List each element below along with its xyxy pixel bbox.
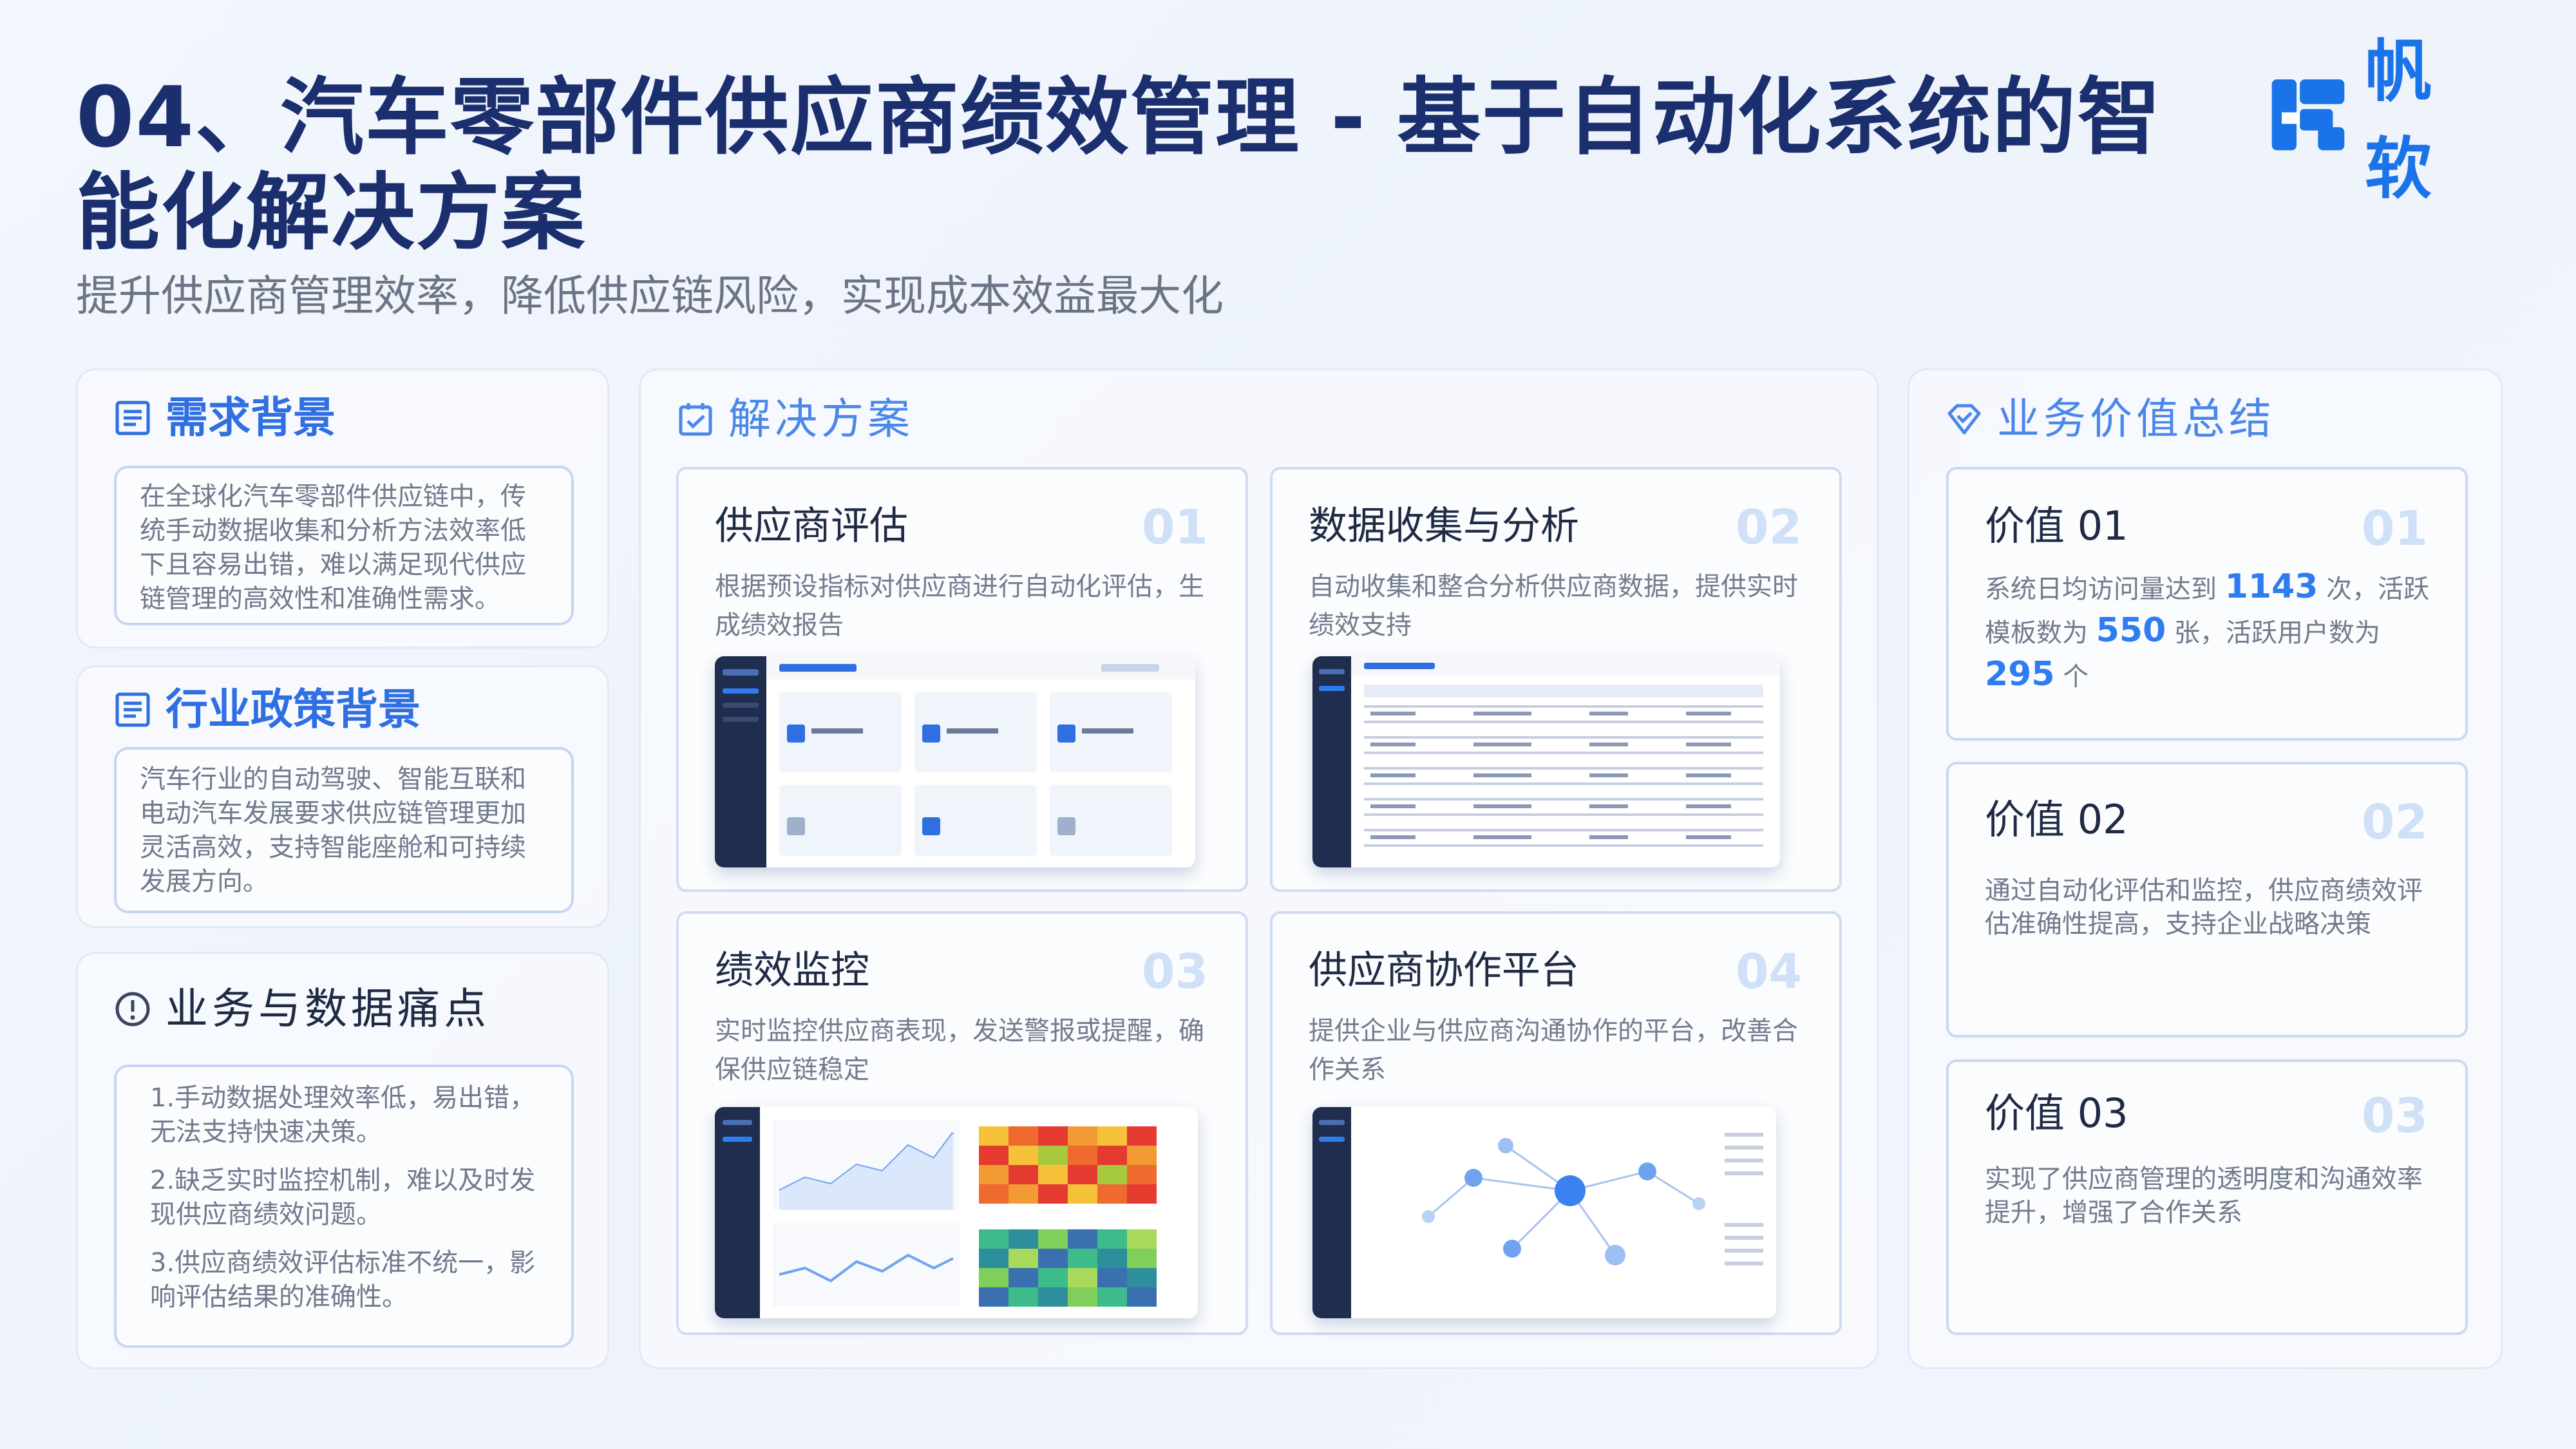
solution-card-data-analysis: 数据收集与分析 02 自动收集和整合分析供应商数据，提供实时绩效支持 [1270, 467, 1842, 892]
value-card-description: 系统日均访问量达到 1143 次，活跃模板数为 550 张，活跃用户数为 295… [1985, 566, 2446, 697]
solution-card-supplier-evaluation: 供应商评估 01 根据预设指标对供应商进行自动化评估，生成绩效报告 [676, 467, 1248, 892]
card-description: 实时监控供应商表现，发送警报或提醒，确保供应链稳定 [715, 1016, 1204, 1084]
pain-item: 1.手动数据处理效率低，易出错，无法支持快速决策。 [150, 1083, 536, 1147]
alert-circle-icon [115, 992, 150, 1027]
card-number: 02 [1736, 500, 1802, 555]
solution-card-performance-monitoring: 绩效监控 03 实时监控供应商表现，发送警报或提醒，确保供应链稳定 [676, 911, 1248, 1335]
value-text: 张，活跃用户数为 [2166, 618, 2380, 648]
fanruan-logo-icon [2267, 73, 2349, 155]
value-card-title: 价值 03 [1985, 1090, 2128, 1137]
logo-text: 帆软 [2365, 32, 2435, 208]
value-text: 个 [2054, 662, 2089, 692]
policy-panel: 行业政策背景 汽车行业的自动驾驶、智能互联和电动汽车发展要求供应链管理更加灵活高… [76, 665, 609, 928]
solution-section-title: 解决方案 [677, 393, 914, 445]
solution-card-collaboration-platform: 供应商协作平台 04 提供企业与供应商沟通协作的平台，改善合作关系 [1270, 911, 1842, 1335]
value-card-title: 价值 01 [1985, 502, 2128, 549]
card-title: 供应商协作平台 [1309, 948, 1579, 993]
demand-section-title: 需求背景 [114, 392, 336, 444]
policy-section-title: 行业政策背景 [114, 684, 421, 735]
document-list-icon [115, 692, 150, 727]
value-card-description: 通过自动化评估和监控，供应商绩效评估准确性提高，支持企业战略决策 [1985, 876, 2423, 939]
policy-text: 汽车行业的自动驾驶、智能互联和电动汽车发展要求供应链管理更加灵活高效，支持智能座… [140, 764, 526, 896]
page-title: 04、汽车零部件供应商绩效管理 - 基于自动化系统的智能化解决方案 [76, 68, 2163, 261]
policy-title: 行业政策背景 [166, 685, 421, 734]
demand-text: 在全球化汽车零部件供应链中，传统手动数据收集和分析方法效率低下且容易出错，难以满… [140, 482, 526, 614]
card-title: 绩效监控 [715, 948, 869, 993]
card-title: 数据收集与分析 [1309, 504, 1579, 549]
evaluation-dashboard-screenshot [715, 656, 1195, 867]
demand-text-box: 在全球化汽车零部件供应链中，传统手动数据收集和分析方法效率低下且容易出错，难以满… [114, 466, 574, 625]
pain-list-box: 1.手动数据处理效率低，易出错，无法支持快速决策。 2.缺乏实时监控机制，难以及… [114, 1065, 574, 1348]
value-card-title: 价值 02 [1985, 796, 2128, 843]
value-card-number: 01 [2362, 501, 2428, 556]
card-number: 01 [1142, 500, 1208, 555]
active-templates-value: 550 [2096, 611, 2166, 650]
pain-title: 业务与数据痛点 [166, 984, 490, 1034]
pain-section-title: 业务与数据痛点 [114, 983, 490, 1035]
collaboration-network-screenshot [1312, 1107, 1776, 1318]
value-card-02: 价值 02 02 通过自动化评估和监控，供应商绩效评估准确性提高，支持企业战略决… [1946, 762, 2468, 1037]
pain-item: 3.供应商绩效评估标准不统一，影响评估结果的准确性。 [150, 1248, 536, 1312]
value-section-title: 业务价值总结 [1946, 393, 2275, 445]
value-card-number: 02 [2362, 795, 2428, 850]
card-description: 提供企业与供应商沟通协作的平台，改善合作关系 [1309, 1016, 1798, 1084]
policy-text-box: 汽车行业的自动驾驶、智能互联和电动汽车发展要求供应链管理更加灵活高效，支持智能座… [114, 747, 574, 913]
data-table-screenshot [1312, 656, 1780, 867]
card-description: 自动收集和整合分析供应商数据，提供实时绩效支持 [1309, 572, 1798, 640]
daily-visits-value: 1143 [2224, 567, 2318, 606]
page-subtitle: 提升供应商管理效率，降低供应链风险，实现成本效益最大化 [76, 271, 1224, 321]
value-text: 系统日均访问量达到 [1985, 574, 2225, 604]
value-card-number: 03 [2362, 1088, 2428, 1144]
card-number: 03 [1142, 944, 1208, 999]
value-card-01: 价值 01 01 系统日均访问量达到 1143 次，活跃模板数为 550 张，活… [1946, 467, 2468, 741]
card-title: 供应商评估 [715, 504, 908, 549]
card-number: 04 [1736, 944, 1802, 999]
solution-title: 解决方案 [728, 394, 914, 444]
pain-item: 2.缺乏实时监控机制，难以及时发现供应商绩效问题。 [150, 1166, 536, 1229]
pain-panel: 业务与数据痛点 1.手动数据处理效率低，易出错，无法支持快速决策。 2.缺乏实时… [76, 952, 609, 1369]
value-title: 业务价值总结 [1997, 394, 2275, 444]
card-description: 根据预设指标对供应商进行自动化评估，生成绩效报告 [715, 572, 1204, 640]
brand-logo: 帆软 [2267, 32, 2502, 208]
checklist-icon [679, 403, 712, 436]
monitoring-charts-screenshot [715, 1107, 1198, 1318]
diamond-check-icon [1947, 404, 1981, 435]
demand-title: 需求背景 [166, 393, 336, 442]
value-text: 次，活跃模板数为 [1985, 574, 2430, 648]
demand-panel: 需求背景 在全球化汽车零部件供应链中，传统手动数据收集和分析方法效率低下且容易出… [76, 368, 609, 649]
document-list-icon [115, 401, 150, 435]
value-card-03: 价值 03 03 实现了供应商管理的透明度和沟通效率提升，增强了合作关系 [1946, 1059, 2468, 1335]
active-users-value: 295 [1985, 655, 2055, 694]
value-card-description: 实现了供应商管理的透明度和沟通效率提升，增强了合作关系 [1985, 1164, 2423, 1227]
